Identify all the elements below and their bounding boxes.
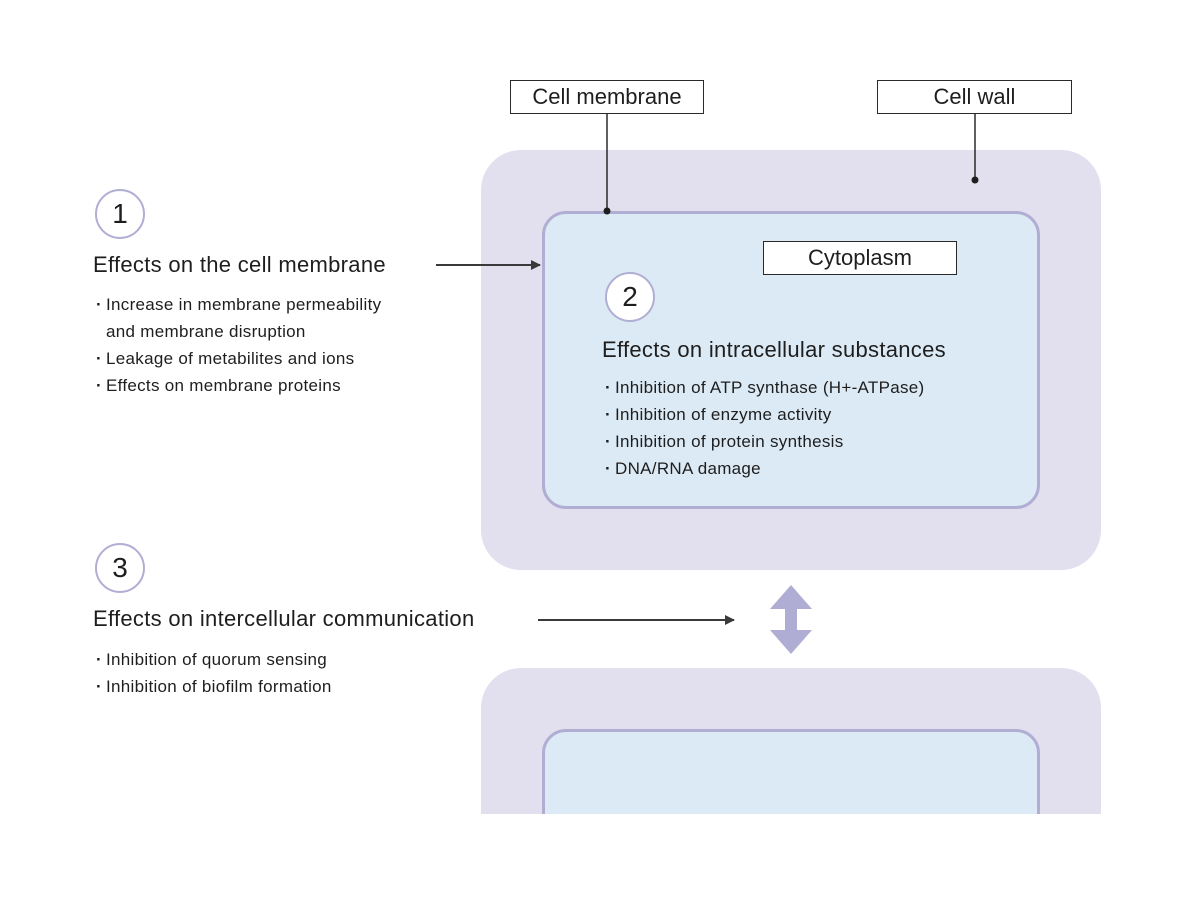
cell-wall-label: Cell wall [877,80,1072,114]
section-2-bullet-list: Inhibition of ATP synthase (H+-ATPase) I… [605,374,925,482]
list-item: Inhibition of ATP synthase (H+-ATPase) [605,374,925,401]
section-3-heading: Effects on intercellular communication [93,606,475,631]
list-item: Inhibition of enzyme activity [605,401,925,428]
list-item: Inhibition of quorum sensing [96,646,332,673]
list-item: Inhibition of protein synthesis [605,428,925,455]
list-item: Leakage of metabilites and ions [96,345,381,372]
cell-wall-leader-dot [971,176,979,184]
lower-cell-crop-mask [470,814,1110,909]
section-2-heading: Effects on intracellular substances [602,337,946,362]
section-1-heading: Effects on the cell membrane [93,252,386,277]
cell-membrane-label: Cell membrane [510,80,704,114]
section-3-bullet-list: Inhibition of quorum sensing Inhibition … [96,646,332,700]
cell-membrane-leader-dot [603,207,611,215]
section-1-bullet-list: Increase in membrane permeability and me… [96,291,381,399]
section-2-number-badge: 2 [605,272,655,322]
list-item: Effects on membrane proteins [96,372,381,399]
vertical-double-arrow-icon [770,585,812,654]
section-3-number-badge: 3 [95,543,145,593]
cytoplasm-label: Cytoplasm [763,241,957,275]
section-1-number-badge: 1 [95,189,145,239]
list-item: Increase in membrane permeability and me… [96,291,381,345]
list-item: DNA/RNA damage [605,455,925,482]
list-item: Inhibition of biofilm formation [96,673,332,700]
